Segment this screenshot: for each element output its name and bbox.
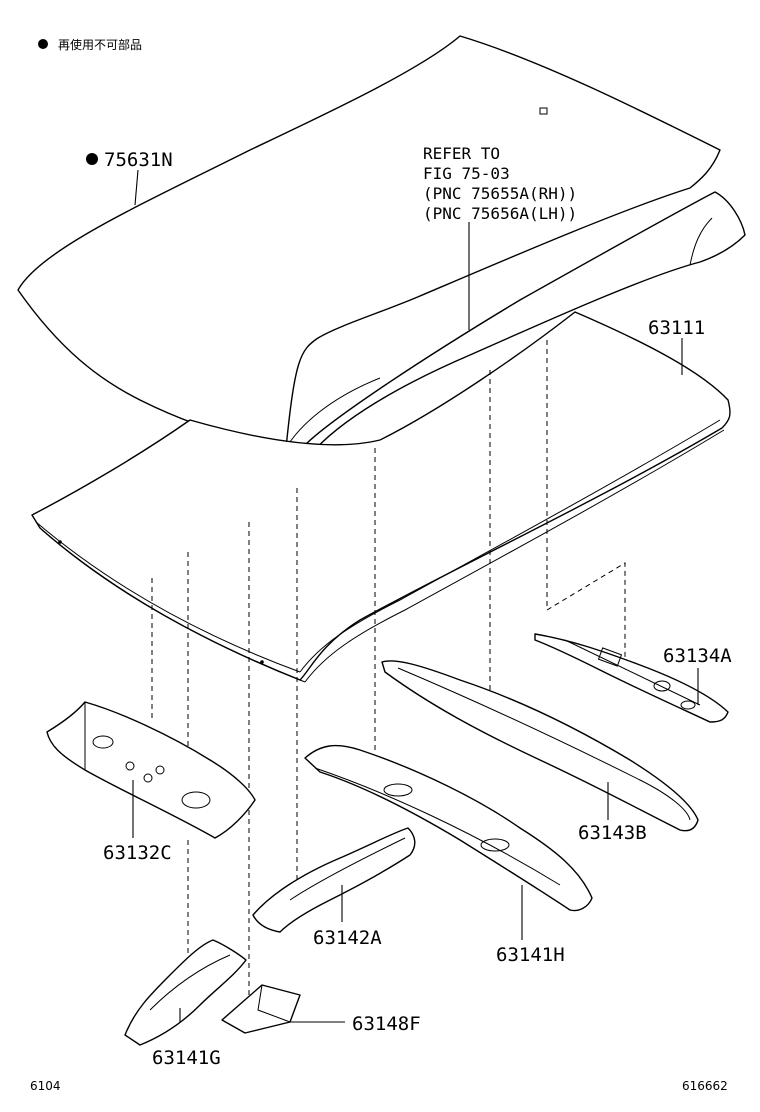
- part-63141H: [304, 744, 593, 940]
- part-63141G: [124, 939, 247, 1046]
- label-63143B: 63143B: [578, 822, 647, 844]
- footer-right: 616662: [682, 1079, 728, 1093]
- part-63134A: [534, 633, 729, 723]
- refer-line-2: FIG 75-03: [423, 164, 510, 183]
- part-63132C: [46, 701, 256, 839]
- label-63111: 63111: [648, 317, 705, 339]
- label-63141H: 63141H: [496, 944, 565, 966]
- legend-bullet-icon: [38, 39, 48, 49]
- part-63143B: [381, 660, 699, 832]
- roof-rail: [304, 191, 746, 456]
- legend-text: 再使用不可部品: [58, 37, 142, 52]
- roof-subassy: [31, 311, 731, 683]
- refer-line-4: (PNC 75656A(LH)): [423, 204, 577, 223]
- part-63142A: [252, 827, 416, 933]
- label-63132C: 63132C: [103, 842, 172, 864]
- refer-line-3: (PNC 75655A(RH)): [423, 184, 577, 203]
- label-75631N: 75631N: [104, 149, 173, 171]
- refer-line-1: REFER TO: [423, 144, 500, 163]
- label-63134A: 63134A: [663, 645, 732, 667]
- label-63142A: 63142A: [313, 927, 382, 949]
- roof-hole-icon: [539, 107, 548, 115]
- footer-left: 6104: [30, 1079, 61, 1093]
- part-63148F: [221, 984, 345, 1034]
- reuse-bullet-icon: [86, 153, 98, 165]
- label-63141G: 63141G: [152, 1047, 221, 1069]
- label-63148F: 63148F: [352, 1013, 421, 1035]
